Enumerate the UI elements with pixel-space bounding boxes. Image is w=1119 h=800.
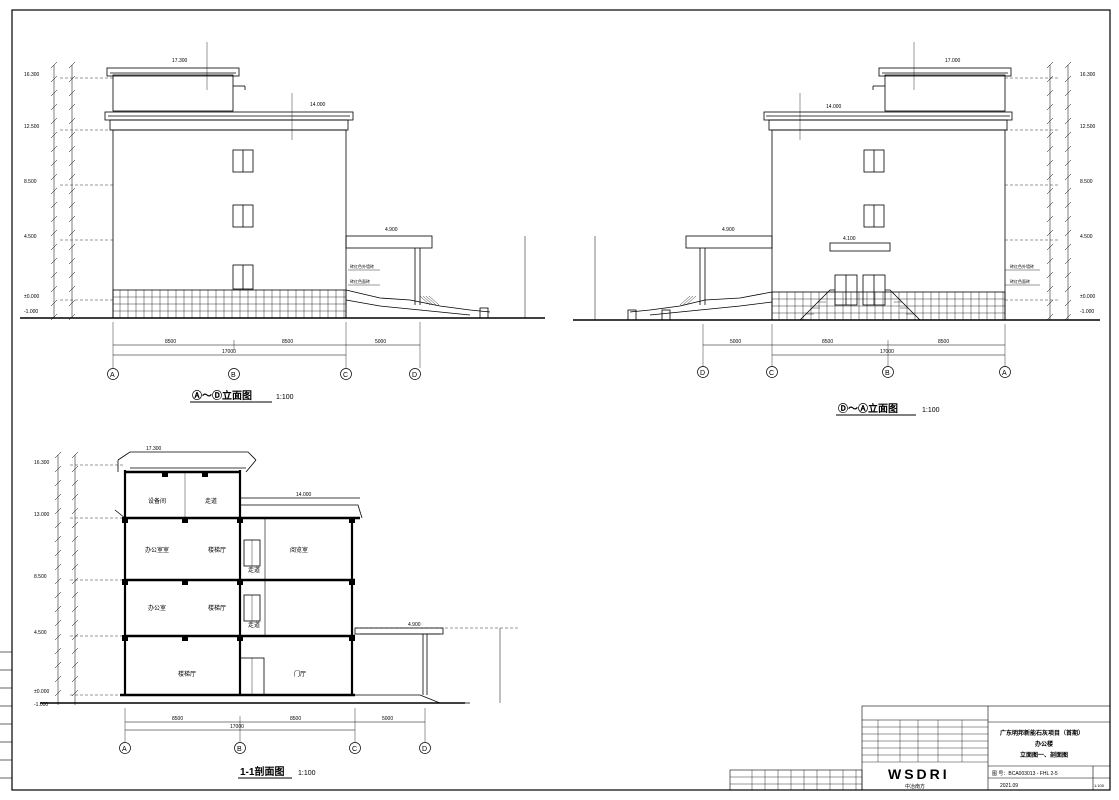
roof-label-da-1: 14.000	[826, 104, 842, 110]
binding-strip	[0, 651, 12, 779]
dim-ad-2: 5000	[375, 339, 386, 345]
axis-da-0: D	[700, 370, 705, 377]
canopy-label-da-1: 4.100	[843, 236, 856, 242]
note-da-0: 砖红色外墙砖	[1010, 263, 1034, 269]
note-ad-1: 砖红色面砖	[350, 278, 370, 284]
axis-ad-0: A	[110, 372, 115, 379]
drawing-scale: 1:100	[1094, 783, 1105, 788]
dim-s-3: 17000	[230, 724, 244, 730]
roof-label-s-1: 14.000	[296, 492, 312, 498]
axes-d-a	[697, 366, 1011, 378]
level-ad-5: -1.000	[24, 309, 38, 315]
building-name: 办公楼	[1035, 740, 1053, 748]
level-da-5: -1.000	[1080, 309, 1094, 315]
roof-label-s-0: 17.300	[146, 446, 162, 452]
level-ad-2: 8.500	[24, 179, 37, 185]
level-s-3: 4.500	[34, 630, 47, 636]
drawing-name: 立面图一、剖面图	[1020, 751, 1068, 759]
project-name: 广东明邦新能石灰项目（首期）	[1000, 729, 1084, 737]
axis-s-2: C	[352, 746, 357, 753]
dim-ad-3: 17000	[222, 349, 236, 355]
room-7: 楼梯厅	[208, 604, 226, 612]
dim-da-0: 5000	[730, 339, 741, 345]
level-s-0: 16.300	[34, 460, 50, 466]
drawing-number: 图 号：BCA003013 - FHL 2-5	[992, 771, 1058, 777]
axes-a-d	[107, 368, 421, 380]
dim-s-2: 5000	[382, 716, 393, 722]
level-ad-3: 4.500	[24, 234, 37, 240]
title-ad: Ⓐ～Ⓓ立面图	[192, 389, 252, 402]
note-ad-0: 砖红色外墙砖	[350, 263, 374, 269]
dim-s-0: 8500	[172, 716, 183, 722]
room-4: 走道	[248, 566, 260, 574]
room-9: 楼梯厅	[178, 670, 196, 678]
axis-s-0: A	[122, 746, 127, 753]
axis-s-3: D	[422, 746, 427, 753]
dim-da-3: 17000	[880, 349, 894, 355]
level-ad-0: 16.300	[24, 72, 40, 78]
axis-ad-1: B	[231, 372, 236, 379]
level-da-2: 8.500	[1080, 179, 1093, 185]
title-s: 1-1剖面图	[240, 765, 284, 778]
level-da-0: 16.300	[1080, 72, 1096, 78]
room-6: 办公室	[148, 604, 166, 612]
title-block	[729, 705, 1111, 791]
roof-label-ad-1: 14.000	[310, 102, 326, 108]
drawing-date: 2021.09	[1000, 783, 1018, 789]
scale-da: 1:100	[922, 407, 940, 414]
axis-da-3: A	[1002, 370, 1007, 377]
room-10: 门厅	[294, 670, 306, 678]
canopy-label-da-0: 4.900	[722, 227, 735, 233]
dim-ad-1: 8500	[282, 339, 293, 345]
level-s-2: 8.500	[34, 574, 47, 580]
canopy-label-ad: 4.900	[385, 227, 398, 233]
title-da: Ⓓ～Ⓐ立面图	[838, 402, 898, 415]
level-s-5: -1.000	[34, 702, 48, 708]
axis-da-2: B	[885, 370, 890, 377]
axis-s-1: B	[237, 746, 242, 753]
level-ad-1: 12.500	[24, 124, 40, 130]
room-8: 走道	[248, 621, 260, 629]
company-subtitle: 中冶南方	[905, 783, 925, 790]
room-0: 设备间	[148, 497, 166, 505]
dim-da-1: 8500	[822, 339, 833, 345]
dim-s-1: 8500	[290, 716, 301, 722]
room-2: 办公室室	[145, 546, 169, 554]
elevation-a-d	[20, 42, 545, 368]
company-logo: WSDRI	[888, 766, 950, 782]
axis-ad-3: D	[412, 372, 417, 379]
axis-ad-2: C	[343, 372, 348, 379]
room-1: 走道	[205, 497, 217, 505]
dim-da-2: 8500	[938, 339, 949, 345]
level-da-1: 12.500	[1080, 124, 1096, 130]
dim-ad-0: 8500	[165, 339, 176, 345]
scale-s: 1:100	[298, 770, 316, 777]
canopy-label-s: 4.900	[408, 622, 421, 628]
room-3: 楼梯厅	[208, 546, 226, 554]
elevation-d-a	[573, 42, 1100, 368]
axis-da-1: C	[769, 370, 774, 377]
level-ad-4: ±0.000	[24, 294, 39, 300]
room-5: 阅览室	[290, 546, 308, 554]
axes-section	[119, 742, 431, 754]
section-1-1	[40, 451, 520, 742]
level-da-4: ±0.000	[1080, 294, 1095, 300]
sheet-border	[11, 9, 1111, 791]
scale-ad: 1:100	[276, 394, 294, 401]
level-s-1: 13.000	[34, 512, 50, 518]
level-s-4: ±0.000	[34, 689, 49, 695]
note-da-1: 砖红色面砖	[1010, 278, 1030, 284]
level-da-3: 4.500	[1080, 234, 1093, 240]
roof-label-ad-0: 17.300	[172, 58, 188, 64]
roof-label-da-0: 17.000	[945, 58, 961, 64]
